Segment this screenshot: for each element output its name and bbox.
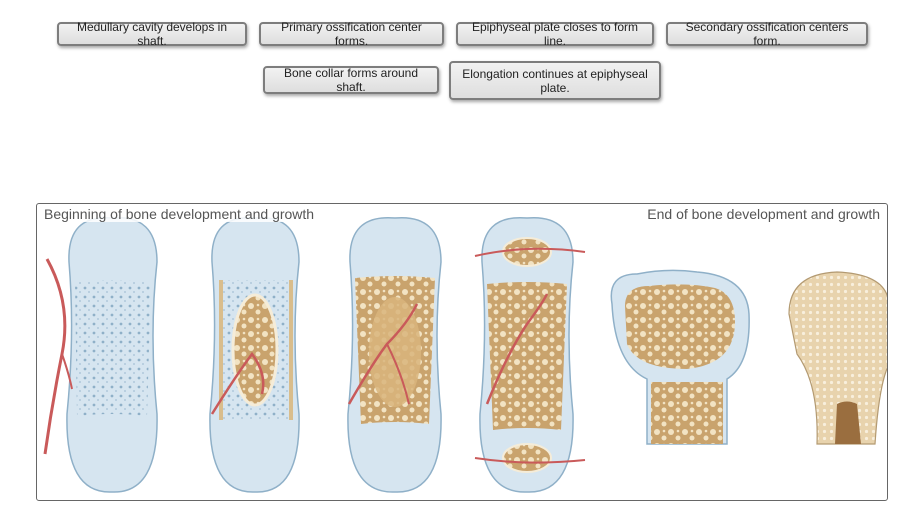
stage-6-adult-bone	[788, 271, 887, 445]
label-secondary-ossification[interactable]: Secondary ossification centers form.	[666, 20, 868, 48]
label-elongation-continues[interactable]: Elongation continues at epiphyseal plate…	[449, 61, 661, 100]
label-primary-ossification[interactable]: Primary ossification center forms.	[259, 20, 444, 48]
stage-5-epiphyseal-plate	[610, 269, 750, 445]
stage-1-cartilage-model	[43, 216, 158, 493]
label-epiphyseal-plate-closes[interactable]: Epiphyseal plate closes to form line.	[456, 20, 654, 48]
bone-development-figure: Beginning of bone development and growth…	[36, 203, 888, 501]
label-bone-collar[interactable]: Bone collar forms around shaft.	[263, 66, 439, 94]
caption-beginning: Beginning of bone development and growth	[41, 206, 318, 222]
caption-end: End of bone development and growth	[644, 206, 883, 222]
label-medullary-cavity[interactable]: Medullary cavity develops in shaft.	[57, 20, 247, 48]
stage-2-primary-ossification	[209, 216, 300, 493]
stage-3-medullary-cavity	[347, 216, 442, 493]
stage-4-secondary-centers	[474, 216, 586, 493]
bone-stages-illustration	[43, 216, 887, 493]
